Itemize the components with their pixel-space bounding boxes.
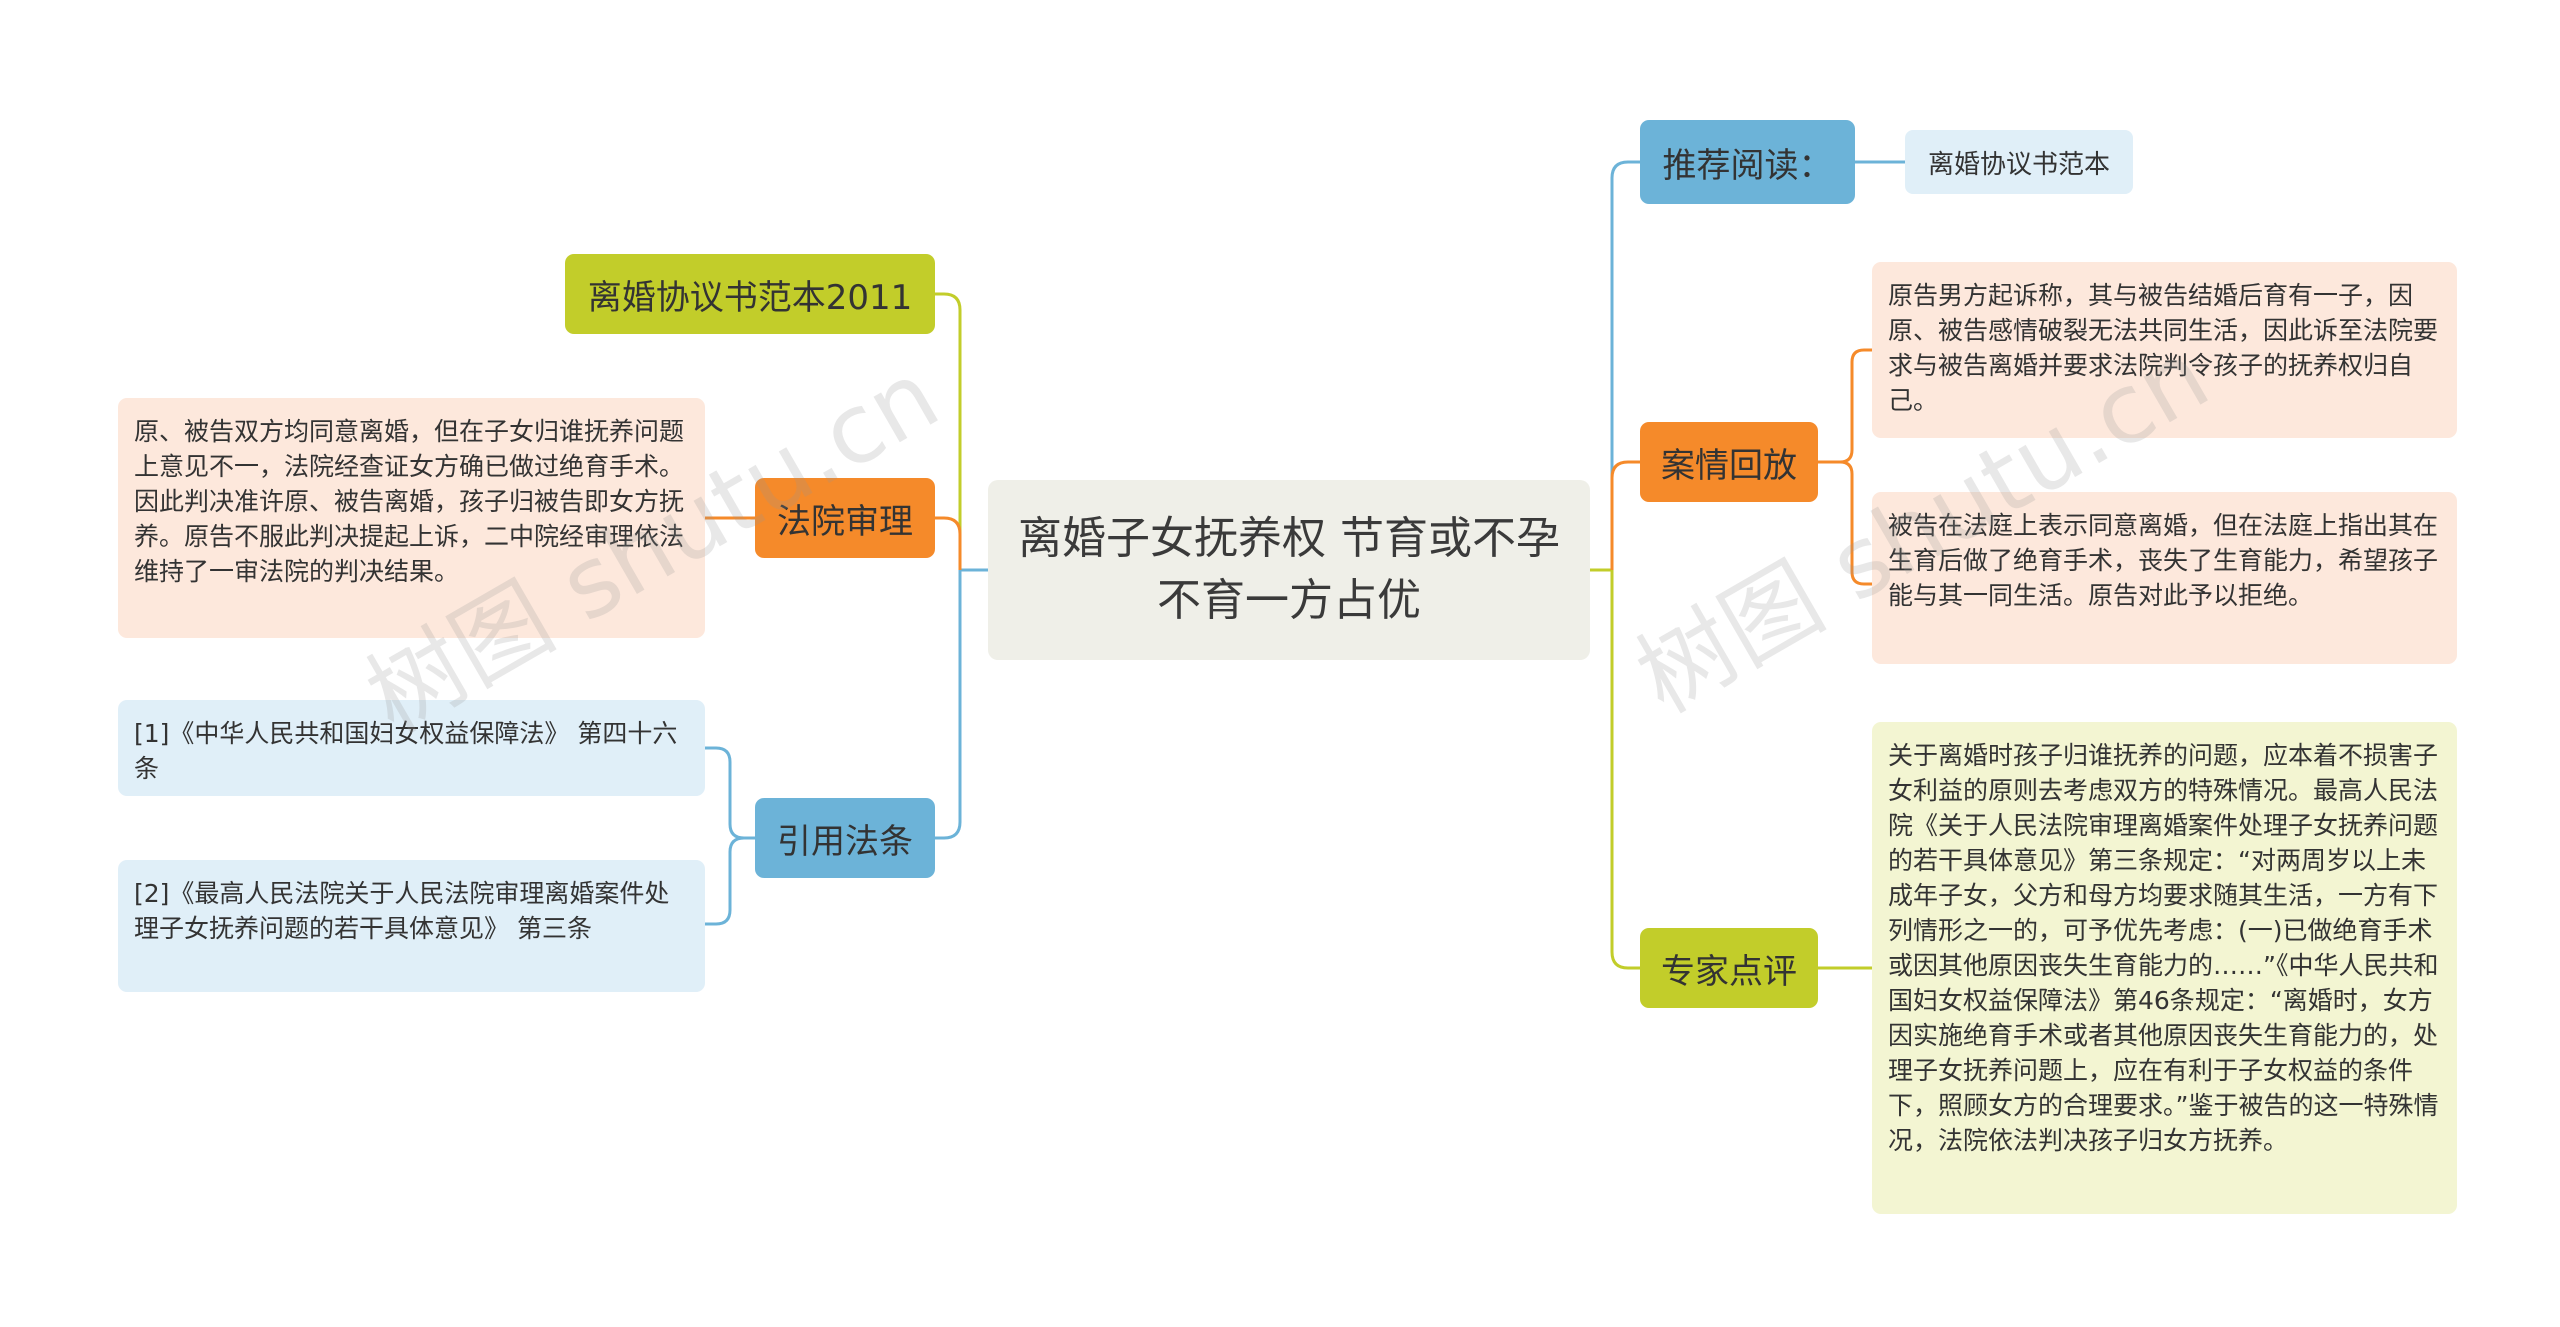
topic-expert[interactable]: 专家点评 (1640, 928, 1818, 1008)
central-topic[interactable]: 离婚子女抚养权 节育或不孕不育一方占优 (988, 480, 1590, 660)
court-detail[interactable]: 原、被告双方均同意离婚，但在子女归谁抚养问题上意见不一，法院经查证女方确已做过绝… (118, 398, 705, 638)
law-item-2[interactable]: [2]《最高人民法院关于人民法院审理离婚案件处理子女抚养问题的若干具体意见》 第… (118, 860, 705, 992)
connector-case-1 (1818, 348, 1872, 464)
topic-agreement-label: 离婚协议书范本2011 (587, 277, 913, 318)
connector-laws (935, 570, 962, 840)
connector-law-2 (705, 836, 755, 926)
topic-laws[interactable]: 引用法条 (755, 798, 935, 878)
connector-case-2 (1818, 460, 1872, 586)
connector-case (1610, 460, 1640, 570)
topic-court[interactable]: 法院审理 (755, 478, 935, 558)
law-item-1[interactable]: [1]《中华人民共和国妇女权益保障法》 第四十六条 (118, 700, 705, 796)
topic-expert-label: 专家点评 (1661, 951, 1797, 992)
connector-agreement (935, 292, 962, 570)
connector-court (935, 516, 962, 570)
court-detail-text: 原、被告双方均同意离婚，但在子女归谁抚养问题上意见不一，法院经查证女方确已做过绝… (134, 417, 685, 586)
connector-reading (1610, 160, 1640, 570)
case-item-1[interactable]: 原告男方起诉称，其与被告结婚后育有一子，因原、被告感情破裂无法共同生活，因此诉至… (1872, 262, 2457, 438)
expert-detail[interactable]: 关于离婚时孩子归谁抚养的问题，应本着不损害子女利益的原则去考虑双方的特殊情况。最… (1872, 722, 2457, 1214)
law-item-1-text: [1]《中华人民共和国妇女权益保障法》 第四十六条 (134, 719, 678, 783)
topic-case-label: 案情回放 (1661, 445, 1797, 486)
law-item-2-text: [2]《最高人民法院关于人民法院审理离婚案件处理子女抚养问题的若干具体意见》 第… (134, 879, 670, 943)
case-item-2-text: 被告在法庭上表示同意离婚，但在法庭上指出其在生育后做了绝育手术，丧失了生育能力，… (1888, 511, 2439, 610)
reading-item-text: 离婚协议书范本 (1927, 149, 2110, 180)
topic-laws-label: 引用法条 (777, 821, 913, 862)
expert-detail-text: 关于离婚时孩子归谁抚养的问题，应本着不损害子女利益的原则去考虑双方的特殊情况。最… (1888, 741, 2439, 1155)
case-item-1-text: 原告男方起诉称，其与被告结婚后育有一子，因原、被告感情破裂无法共同生活，因此诉至… (1888, 281, 2439, 415)
topic-agreement[interactable]: 离婚协议书范本2011 (565, 254, 935, 334)
topic-court-label: 法院审理 (777, 501, 913, 542)
topic-case[interactable]: 案情回放 (1640, 422, 1818, 502)
connector-expert (1610, 570, 1640, 970)
central-topic-text: 离婚子女抚养权 节育或不孕不育一方占优 (1018, 513, 1560, 626)
topic-reading[interactable]: 推荐阅读： (1640, 120, 1855, 204)
case-item-2[interactable]: 被告在法庭上表示同意离婚，但在法庭上指出其在生育后做了绝育手术，丧失了生育能力，… (1872, 492, 2457, 664)
topic-reading-label: 推荐阅读： (1662, 145, 1833, 186)
reading-item[interactable]: 离婚协议书范本 (1905, 130, 2133, 194)
connector-law-1 (705, 746, 755, 840)
